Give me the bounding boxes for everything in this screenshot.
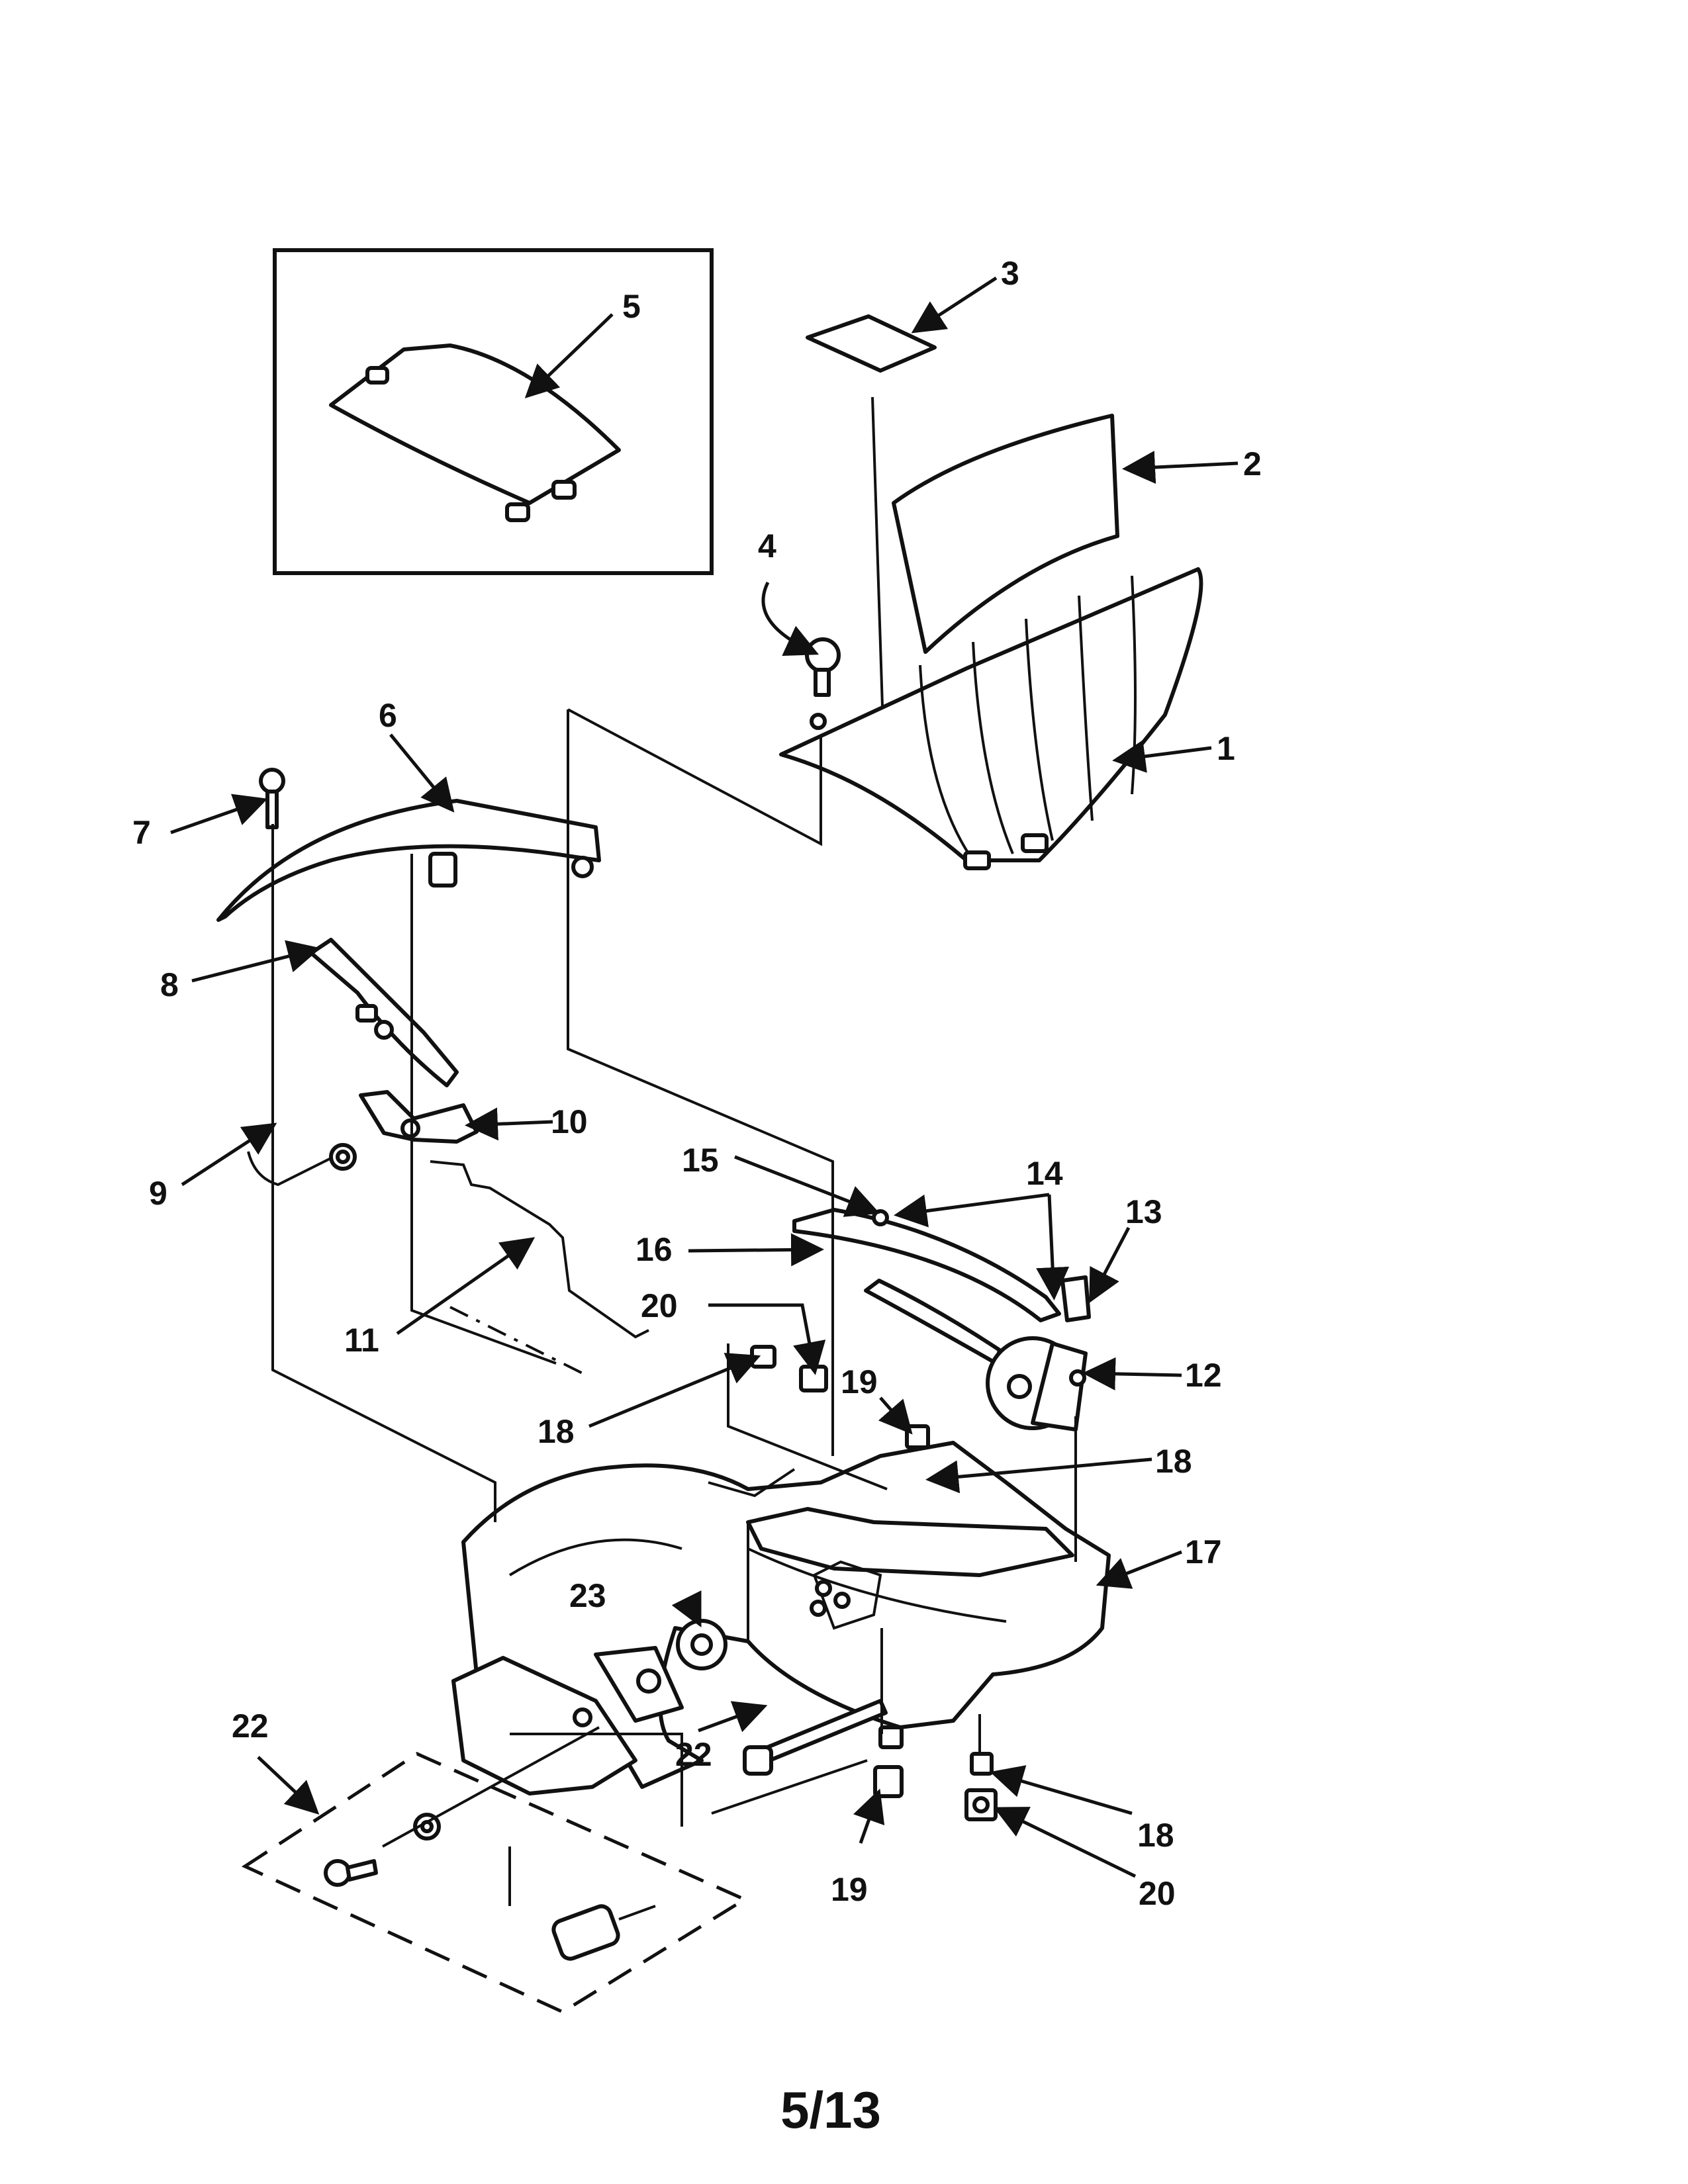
kit-screw: [324, 1859, 378, 1887]
callout-7: 7: [132, 814, 151, 851]
callout-labels: 1 2 3 4 5 6 7 8 9 10 11 12 13 14 15 16 1…: [132, 255, 1262, 1912]
part-22-shaft: [743, 1699, 888, 1776]
callout-6: 6: [379, 697, 397, 734]
callout-12: 12: [1185, 1357, 1222, 1394]
part-7-screw: [259, 768, 285, 829]
part-19-nut-upper: [905, 1424, 930, 1449]
part-1-tray: [779, 567, 1203, 870]
callout-11: 11: [344, 1322, 379, 1359]
part-19-nut-lower: [873, 1725, 904, 1798]
callout-13: 13: [1125, 1193, 1162, 1230]
callout-14: 14: [1026, 1155, 1063, 1192]
part-17-housing: [451, 1441, 1111, 1796]
part-20-nut-upper: [799, 1365, 828, 1392]
callout-18-mid: 18: [1155, 1443, 1192, 1480]
part-13-clip: [1060, 1275, 1091, 1322]
callout-8: 8: [160, 966, 179, 1003]
callout-20-lower: 20: [1139, 1875, 1176, 1912]
part-5-lid: [329, 343, 621, 522]
kit-22-dashed-box: [241, 1752, 749, 2014]
part-2-panel: [871, 396, 1119, 749]
part-6-rail: [216, 799, 601, 922]
callout-5: 5: [622, 288, 641, 325]
callout-2: 2: [1243, 445, 1262, 482]
callout-20-upper: 20: [641, 1287, 678, 1324]
callout-9: 9: [149, 1175, 167, 1212]
inset-box: [273, 248, 714, 575]
part-20-nut-lower: [964, 1788, 998, 1821]
callout-22-left: 22: [232, 1707, 269, 1745]
callout-10: 10: [551, 1103, 588, 1140]
part-11-wire: [430, 1160, 649, 1339]
callout-17: 17: [1185, 1533, 1222, 1570]
callout-22-right: 22: [675, 1736, 712, 1773]
assembly-guide-lines: [271, 708, 1077, 1906]
kit-motor: [551, 1904, 656, 1961]
leader-arrows: [170, 276, 1239, 1878]
part-18-clip-lower: [970, 1752, 994, 1776]
callout-4: 4: [758, 527, 776, 565]
callout-18-lower: 18: [1137, 1817, 1174, 1854]
callout-3: 3: [1001, 255, 1019, 292]
callout-15: 15: [682, 1142, 719, 1179]
callout-1: 1: [1217, 730, 1235, 767]
part-9-spring: [247, 1143, 357, 1187]
callout-19-upper: 19: [841, 1363, 878, 1400]
callout-18-upper: 18: [538, 1413, 575, 1450]
part-8-lever: [309, 938, 459, 1087]
part-23-gear: [676, 1619, 727, 1670]
kit-washer: [413, 1813, 441, 1841]
part-3-label: [806, 314, 937, 373]
callout-23: 23: [569, 1577, 606, 1614]
page-number: 5/13: [780, 2081, 881, 2139]
part-10-bracket: [359, 1090, 479, 1144]
callout-19-lower: 19: [831, 1871, 868, 1908]
part-18-clip-upper: [750, 1345, 776, 1369]
callout-16: 16: [635, 1231, 673, 1268]
